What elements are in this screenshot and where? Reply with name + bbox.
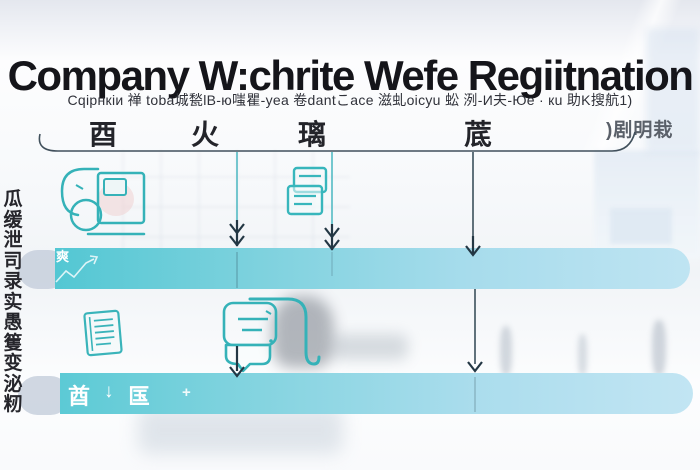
process-band-1 — [55, 248, 690, 289]
bg-person-blur — [500, 326, 512, 376]
page-subtitle: Cqipнкiи 禅 toba城甃lB-ю嗤瞿-yea 卷dantこace 滋虬… — [67, 92, 633, 108]
printer-page-icon — [222, 297, 321, 373]
process-band-2 — [60, 373, 693, 414]
bg-person-blur — [652, 320, 666, 376]
bg-light-streak — [555, 0, 700, 150]
timeline-line — [38, 131, 636, 152]
left-caption-char: 籾 — [3, 394, 23, 415]
down-arrow-glyph: ↓ — [104, 381, 114, 402]
bg-screen-panel-small — [610, 208, 672, 244]
left-caption-char: 篗 — [3, 332, 23, 354]
scanner-document-icon — [60, 167, 146, 236]
left-caption-char: 实 — [3, 291, 23, 313]
lined-note-icon — [83, 309, 123, 357]
timeline-stage-label: 火 — [190, 119, 220, 150]
bg-person-blur — [578, 334, 587, 376]
left-caption-char: 泌 — [3, 373, 23, 395]
band2-label: 酋 — [68, 384, 91, 409]
band1-label: 爽 — [56, 249, 70, 264]
page-title: Company W:chrite Wefe Regiitnation — [7, 52, 694, 100]
left-caption-char: 录 — [3, 271, 23, 292]
band2-label: 匤 — [128, 384, 151, 409]
timeline-stage-label: 菧 — [463, 119, 493, 150]
left-vertical-caption: 瓜 缓 泄 司 录 实 愚 篗 变 泌 籾 — [2, 189, 24, 416]
timeline-right-label: )剧明栽 — [606, 120, 674, 141]
papers-stack-icon — [286, 166, 328, 216]
long-connector-arrow — [467, 289, 483, 373]
timeline-stage-label: 璃 — [297, 119, 327, 150]
left-caption-char: 缓 — [3, 209, 23, 231]
left-caption-char: 瓜 — [3, 189, 23, 210]
left-caption-char: 愚 — [3, 312, 23, 333]
left-caption-char: 变 — [3, 353, 23, 374]
left-caption-char: 司 — [3, 250, 23, 272]
plus-glyph: + — [182, 384, 191, 401]
bg-machine-blur — [138, 406, 343, 454]
bg-right-column-tint — [646, 28, 700, 152]
left-caption-char: 泄 — [3, 230, 23, 251]
bg-desk-blur — [332, 334, 408, 360]
timeline-stage-label: 酉 — [88, 119, 118, 150]
trend-sketch-icon — [55, 255, 99, 283]
